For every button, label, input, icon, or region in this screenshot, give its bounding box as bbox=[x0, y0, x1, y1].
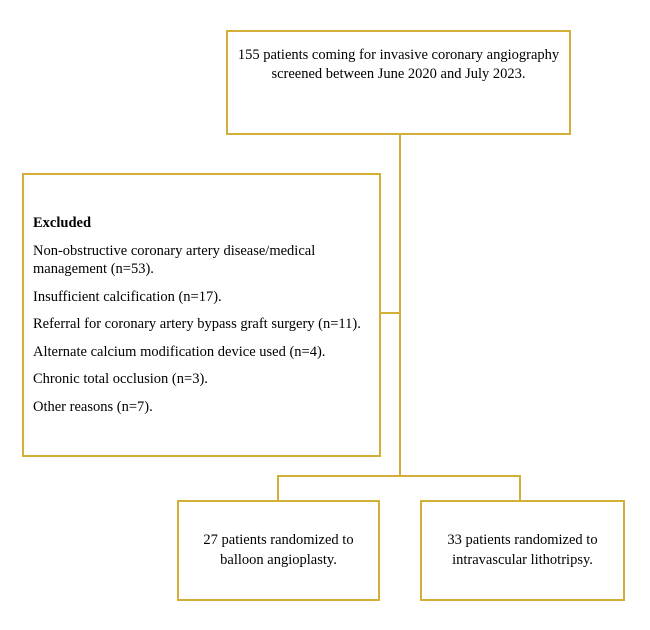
excluded-item: Alternate calcium modification device us… bbox=[33, 343, 326, 360]
excluded-item: Chronic total occlusion (n=3). bbox=[33, 371, 208, 388]
connector-trunk-vertical bbox=[399, 135, 401, 476]
excluded-item: Referral for coronary artery bypass graf… bbox=[33, 316, 361, 333]
connector-excluded-horizontal bbox=[380, 312, 400, 314]
node-screened-text: 155 patients coming for invasive coronar… bbox=[237, 47, 560, 83]
excluded-title: Excluded bbox=[33, 214, 92, 231]
node-arm-right-text: 33 patients randomized to intravascular … bbox=[447, 532, 598, 568]
node-excluded: Excluded Non-obstructive coronary artery… bbox=[22, 173, 381, 457]
connector-arm-left-drop bbox=[277, 475, 279, 501]
node-arm-left-text: 27 patients randomized to balloon angiop… bbox=[203, 532, 354, 568]
connector-arm-right-drop bbox=[519, 475, 521, 501]
connector-split-horizontal bbox=[277, 475, 521, 477]
node-arm-balloon-angioplasty: 27 patients randomized to balloon angiop… bbox=[177, 500, 380, 601]
excluded-item: Other reasons (n=7). bbox=[33, 398, 153, 415]
node-screened-patients: 155 patients coming for invasive coronar… bbox=[226, 30, 571, 135]
excluded-item: Insufficient calcification (n=17). bbox=[33, 288, 222, 305]
node-arm-intravascular-lithotripsy: 33 patients randomized to intravascular … bbox=[420, 500, 625, 601]
excluded-item: Non-obstructive coronary artery disease/… bbox=[33, 242, 316, 278]
